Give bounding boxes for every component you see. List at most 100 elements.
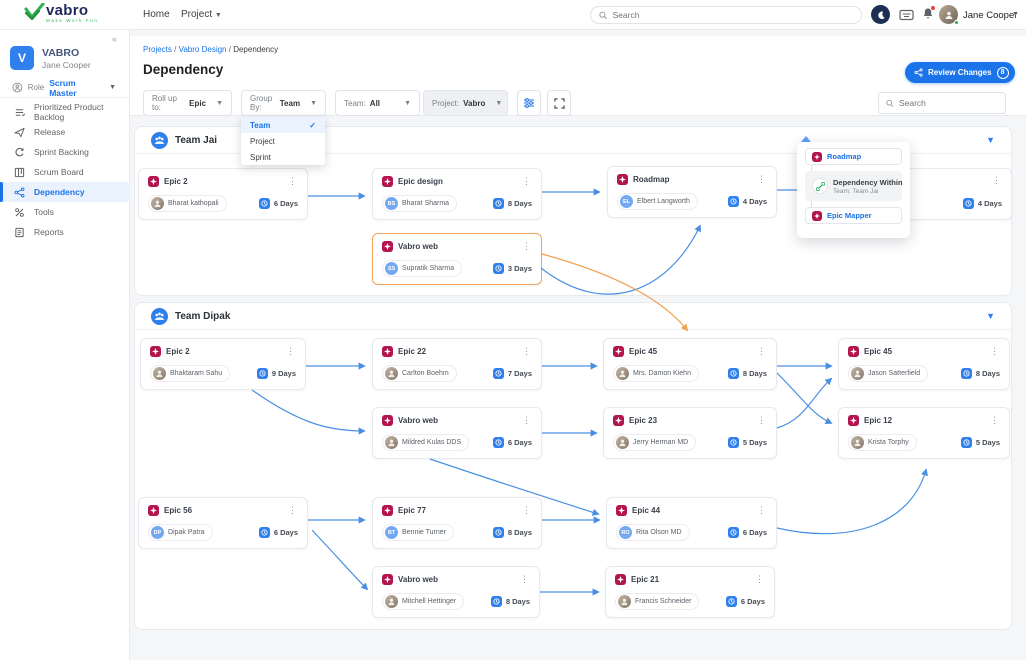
kebab-menu-icon[interactable]: ⋮ xyxy=(288,176,297,186)
logo-check-icon xyxy=(24,3,45,21)
user-avatar[interactable] xyxy=(939,5,959,25)
expand-icon xyxy=(553,97,565,109)
epic-icon xyxy=(382,176,393,187)
groupby-option-project[interactable]: Project xyxy=(241,133,325,149)
project-filter[interactable]: Project: Vabro ▼ xyxy=(423,90,508,116)
backlog-icon xyxy=(15,108,25,116)
kebab-menu-icon[interactable]: ⋮ xyxy=(286,346,295,356)
sidebar-item-dependency[interactable]: Dependency xyxy=(0,182,130,202)
board-search-input[interactable] xyxy=(898,98,998,108)
epic-icon xyxy=(382,574,393,585)
review-changes-button[interactable]: Review Changes 8 xyxy=(905,62,1015,83)
sidebar-item-reports[interactable]: Reports xyxy=(0,222,130,242)
groupby-label: Group By: xyxy=(250,94,273,112)
kebab-menu-icon[interactable]: ⋮ xyxy=(522,241,531,251)
popup-pointer-icon xyxy=(801,136,811,142)
sidebar-collapse-icon[interactable]: « xyxy=(111,34,117,44)
user-menu[interactable]: Jane Cooper xyxy=(963,10,1018,21)
apps-keyboard-button[interactable] xyxy=(899,8,914,26)
chevron-down-icon: ▼ xyxy=(216,99,223,107)
epic-icon xyxy=(382,346,393,357)
sidebar-item-scrum-board[interactable]: Scrum Board xyxy=(0,162,130,182)
groupby-option-sprint[interactable]: Sprint xyxy=(241,149,325,165)
assignee-name: Bharat Sharma xyxy=(402,200,450,207)
kebab-menu-icon[interactable]: ⋮ xyxy=(757,415,766,425)
kebab-menu-icon[interactable]: ⋮ xyxy=(520,574,529,584)
popup-source-epic[interactable]: Roadmap xyxy=(805,148,902,165)
kebab-menu-icon[interactable]: ⋮ xyxy=(522,505,531,515)
online-status-dot xyxy=(954,20,959,25)
kebab-menu-icon[interactable]: ⋮ xyxy=(990,346,999,356)
nav-home[interactable]: Home xyxy=(143,9,170,20)
kebab-menu-icon[interactable]: ⋮ xyxy=(522,176,531,186)
groupby-option-team[interactable]: Team ✓ xyxy=(241,117,325,133)
kebab-menu-icon[interactable]: ⋮ xyxy=(757,174,766,184)
sidebar-item-prioritized-product-backlog[interactable]: Prioritized Product Backlog xyxy=(0,102,130,122)
duration: 6 Days xyxy=(725,596,765,607)
fullscreen-button[interactable] xyxy=(547,90,571,116)
search-input[interactable] xyxy=(612,10,853,20)
breadcrumb-separator: / xyxy=(174,45,177,54)
nav-project[interactable]: Project ▼ xyxy=(181,9,222,20)
sidebar-item-release[interactable]: Release xyxy=(0,122,130,142)
breadcrumb-vabro-design[interactable]: Vabro Design xyxy=(178,45,227,54)
clock-icon xyxy=(962,198,974,209)
workspace-owner: Jane Cooper xyxy=(42,60,91,70)
duration: 8 Days xyxy=(492,527,532,538)
kebab-menu-icon[interactable]: ⋮ xyxy=(755,574,764,584)
clock-icon xyxy=(725,596,737,607)
app-logo[interactable]: vabro Make Work Fun xyxy=(24,3,98,23)
avatar: RO xyxy=(619,526,632,539)
section-collapse-caret-icon[interactable]: ▼ xyxy=(986,135,995,145)
days-label: 9 Days xyxy=(271,369,296,378)
dark-mode-toggle[interactable] xyxy=(871,5,890,24)
epic-icon xyxy=(613,415,624,426)
board-search[interactable] xyxy=(878,92,1006,114)
role-value: Scrum Master xyxy=(49,77,77,98)
kebab-menu-icon[interactable]: ⋮ xyxy=(522,415,531,425)
view-settings-button[interactable] xyxy=(517,90,541,116)
sidebar: « V VABRO Jane Cooper Role Scrum Master … xyxy=(0,30,130,660)
clock-icon xyxy=(492,198,504,209)
workspace-tile[interactable]: V xyxy=(10,46,34,70)
groupby-filter[interactable]: Group By: Team ▼ xyxy=(241,90,326,116)
notifications-button[interactable] xyxy=(922,6,935,25)
kebab-menu-icon[interactable]: ⋮ xyxy=(992,175,1001,185)
assignee-chip: Mitchell Hettinger xyxy=(382,593,465,610)
rollup-filter[interactable]: Roll up to: Epic ▼ xyxy=(143,90,232,116)
kebab-menu-icon[interactable]: ⋮ xyxy=(288,505,297,515)
kebab-menu-icon[interactable]: ⋮ xyxy=(990,415,999,425)
section-collapse-caret-icon[interactable]: ▼ xyxy=(986,311,995,321)
kebab-menu-icon[interactable]: ⋮ xyxy=(757,346,766,356)
assignee-chip: Francis Schneider xyxy=(615,593,700,610)
sidebar-item-label: Dependency xyxy=(34,187,85,197)
avatar: EL xyxy=(620,195,633,208)
sidebar-item-sprint-backing[interactable]: Sprint Backing xyxy=(0,142,130,162)
kebab-menu-icon[interactable]: ⋮ xyxy=(522,346,531,356)
global-search[interactable] xyxy=(590,6,862,24)
sidebar-item-tools[interactable]: Tools xyxy=(0,202,130,222)
avatar: BS xyxy=(385,197,398,210)
user-menu-caret-icon[interactable]: ▼ xyxy=(1012,11,1019,18)
role-selector[interactable]: Role Scrum Master ▼ xyxy=(0,78,130,98)
breadcrumb-projects[interactable]: Projects xyxy=(143,45,172,54)
team-filter[interactable]: Team: All ▼ xyxy=(335,90,420,116)
popup-target-epic[interactable]: Epic Mapper xyxy=(805,207,902,224)
kebab-menu-icon[interactable]: ⋮ xyxy=(757,505,766,515)
